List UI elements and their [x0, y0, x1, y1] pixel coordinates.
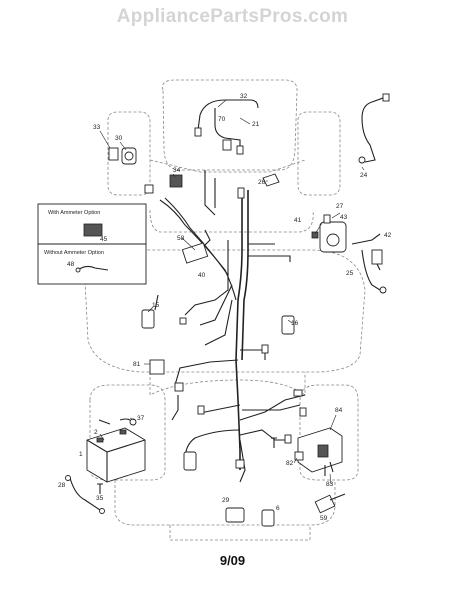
- with-ammeter-label: With Ammeter Option: [48, 210, 100, 216]
- callout-35: 35: [96, 495, 104, 502]
- callout-83: 83: [326, 481, 334, 488]
- callout-82: 82: [286, 460, 294, 467]
- without-ammeter-part: 48: [67, 261, 75, 268]
- callout-25: 25: [346, 270, 354, 277]
- callout-16: 16: [291, 320, 299, 327]
- ammeter-option-box: [37, 203, 147, 285]
- callout-numbers: 32 70 21 24 33 30 34 26 27 41 43 42 58 4…: [58, 93, 392, 522]
- wire-harness: [154, 170, 306, 483]
- ground-cable: [358, 93, 390, 164]
- callout-1: 1: [79, 451, 83, 458]
- date-code: 9/09: [219, 553, 246, 568]
- watermark: AppliancePartsPros.com: [116, 6, 349, 27]
- callout-41: 41: [294, 217, 302, 224]
- without-ammeter-label: Without Ammeter Option: [44, 250, 104, 256]
- callout-30: 30: [115, 135, 123, 142]
- callout-43: 43: [340, 214, 348, 221]
- callout-33: 33: [93, 124, 101, 131]
- callout-40: 40: [198, 272, 206, 279]
- callout-27: 27: [336, 203, 344, 210]
- callout-42: 42: [384, 232, 392, 239]
- callout-15: 15: [152, 302, 160, 309]
- callout-81: 81: [133, 361, 141, 368]
- callout-84: 84: [335, 407, 343, 414]
- tractor-outline: [84, 79, 366, 541]
- callout-21: 21: [252, 121, 260, 128]
- callout-58: 58: [177, 235, 185, 242]
- headlight-harness: [194, 99, 259, 155]
- callout-34: 34: [173, 167, 181, 174]
- leader-lines: [99, 99, 365, 485]
- callout-26: 26: [258, 179, 266, 186]
- callout-70: 70: [218, 116, 226, 123]
- callout-29: 29: [222, 497, 230, 504]
- callout-32: 32: [240, 93, 248, 100]
- callout-2: 2: [94, 429, 98, 436]
- callout-6: 6: [276, 505, 280, 512]
- with-ammeter-part: 45: [100, 236, 108, 243]
- callout-37: 37: [137, 415, 145, 422]
- callout-28: 28: [58, 482, 66, 489]
- callout-59: 59: [320, 515, 328, 522]
- components: [65, 147, 387, 527]
- callout-24: 24: [360, 172, 368, 179]
